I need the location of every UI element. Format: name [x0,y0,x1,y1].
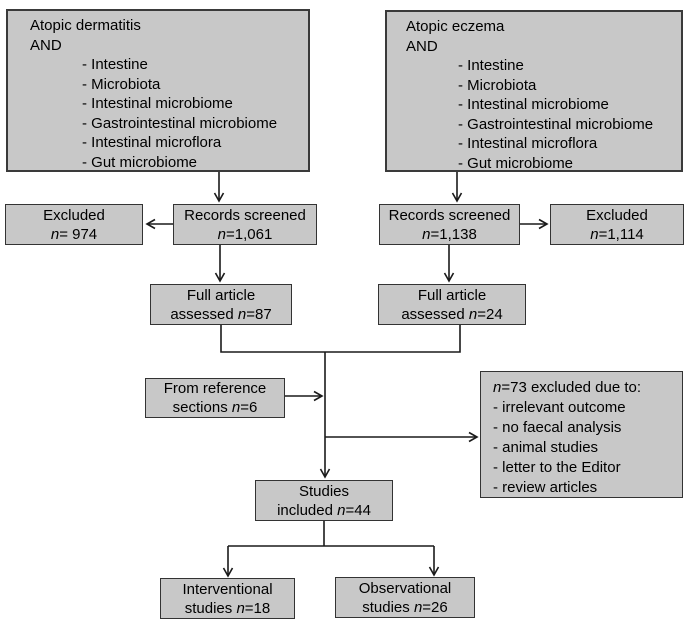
connector-full-articles-merge [220,325,461,353]
exclusion-reasons-box: n=73 excluded due to:- irrelevant outcom… [480,371,683,498]
